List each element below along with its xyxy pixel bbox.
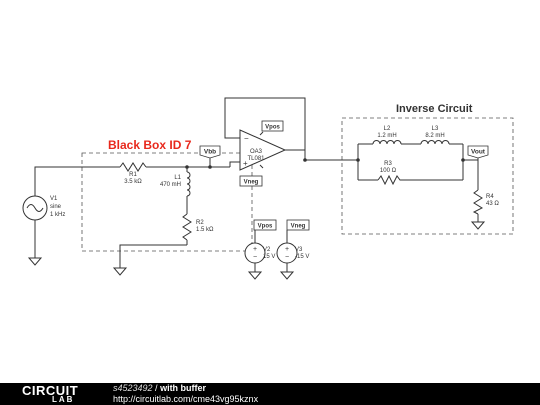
l1-name: L1: [174, 175, 181, 181]
footer-title-line: s4523492 / with buffer: [113, 383, 206, 394]
v1-type: sine: [50, 204, 62, 210]
v3-name: V3: [295, 247, 303, 253]
l3-name: L3: [432, 126, 439, 132]
junction-dots: [185, 158, 465, 169]
l3-value: 8.2 mH: [425, 133, 444, 139]
v1-name: V1: [50, 196, 58, 202]
l3-inductor: [420, 140, 450, 145]
v3-value: -15 V: [295, 254, 309, 260]
circuit-url-link[interactable]: http://circuitlab.com/cme43vg95kznx: [113, 394, 259, 404]
footer-separator: /: [152, 383, 161, 393]
opamp-vpos-label: Vpos: [265, 125, 280, 131]
v2-vpos-label-box: [253, 219, 277, 231]
v2-source: + −: [244, 242, 266, 264]
svg-text:+: +: [253, 246, 257, 253]
oa3-part: TL081: [247, 156, 265, 162]
r2-resistor: [182, 213, 192, 241]
black-box-border: [81, 152, 253, 252]
l2-inductor: [372, 140, 402, 145]
circuitlab-logo: CIRCUIT LAB: [22, 384, 94, 404]
l2-value: 1.2 mH: [377, 133, 396, 139]
l2-name: L2: [384, 126, 391, 132]
black-box-title: Black Box ID 7: [108, 138, 192, 152]
l1-inductor: [186, 171, 191, 197]
opamp-vneg-label: Vneg: [244, 180, 259, 186]
vbb-net-label: Vbb: [204, 149, 216, 156]
logo-top-text: CIRCUIT: [22, 383, 79, 398]
r1-resistor: [119, 162, 147, 172]
ground-symbols: [27, 221, 486, 280]
svg-text:+: +: [285, 246, 289, 253]
circuit-id: s4523492: [113, 383, 153, 393]
svg-text:−: −: [253, 254, 257, 261]
v1-source: [22, 195, 48, 221]
v1-frequency: 1 kHz: [50, 212, 65, 218]
v3-vneg-label: Vneg: [291, 224, 306, 230]
vout-net-label: Vout: [471, 149, 486, 156]
r2-value: 1.5 kΩ: [196, 227, 214, 233]
r4-name: R4: [486, 194, 494, 200]
v3-source: + −: [276, 242, 298, 264]
logo-bottom-text: LAB: [52, 395, 75, 404]
r4-resistor: [472, 189, 484, 215]
oa3-name: OA3: [250, 149, 263, 155]
svg-text:−: −: [285, 254, 289, 261]
opamp-vpos-label-box: [261, 120, 284, 132]
v2-value: 15 V: [263, 254, 275, 260]
inverse-circuit-border: [341, 117, 514, 235]
v2-vpos-label: Vpos: [258, 224, 273, 230]
inverse-circuit-title: Inverse Circuit: [396, 103, 473, 115]
oa3-opamp: [239, 129, 287, 171]
r4-value: 43 Ω: [486, 201, 499, 207]
r1-name: R1: [129, 172, 137, 178]
r3-value: 100 Ω: [380, 168, 397, 174]
r1-value: 3.5 kΩ: [124, 179, 142, 185]
r3-resistor: [377, 174, 402, 186]
v3-vneg-label-box: [286, 219, 310, 231]
r2-name: R2: [196, 220, 204, 226]
schematic-canvas: Black Box ID 7 Inverse Circuit: [22, 97, 514, 280]
vbb-net-label-box: [199, 145, 221, 159]
opamp-minus-sign: −: [244, 134, 249, 143]
l1-value: 470 mH: [160, 182, 181, 188]
opamp-plus-sign: +: [243, 159, 248, 168]
r3-name: R3: [384, 161, 392, 167]
footer-bar: CIRCUIT LAB s4523492 / with buffer http:…: [0, 383, 540, 405]
circuit-title: with buffer: [160, 383, 207, 393]
vout-net-label-box: [467, 145, 489, 159]
wires: [34, 97, 479, 272]
v2-name: V2: [263, 247, 271, 253]
opamp-vneg-label-box: [239, 175, 263, 187]
